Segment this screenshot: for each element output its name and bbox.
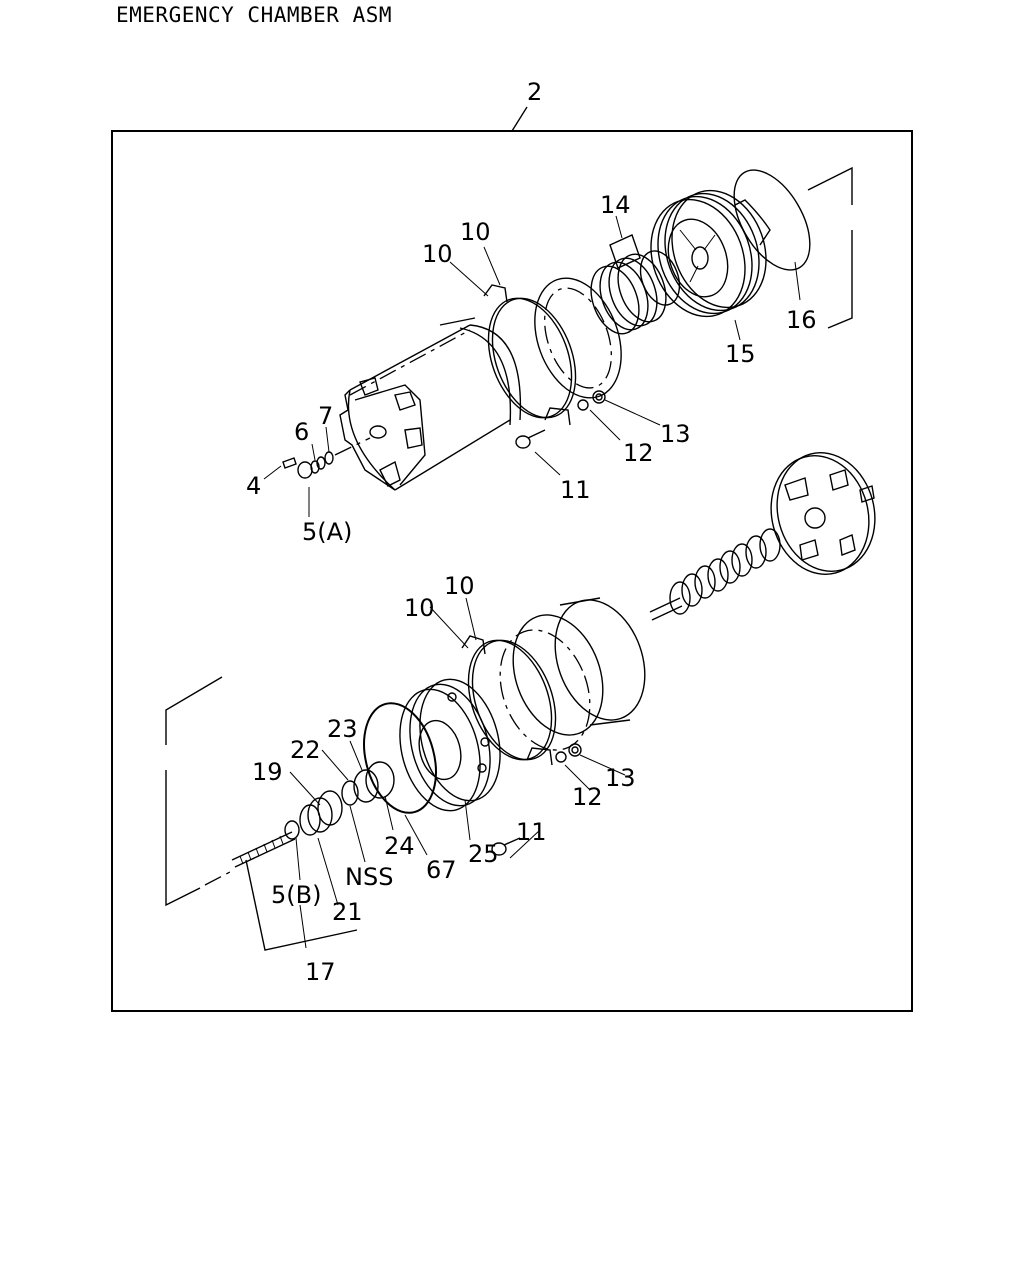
lower-assembly — [165, 452, 876, 951]
lower-diaphragm — [499, 597, 646, 751]
bracket-16-top — [807, 166, 853, 205]
callout-21: 21 — [332, 898, 363, 926]
tag-plate — [609, 234, 641, 269]
callout-24: 24 — [384, 832, 415, 860]
bracket-lower-top — [165, 676, 223, 745]
callout-15: 15 — [725, 340, 756, 368]
upper-band-clamp — [483, 284, 577, 426]
leader-2 — [511, 106, 528, 132]
piston-housing — [650, 189, 767, 318]
callout-13: 13 — [660, 420, 691, 448]
page-title: EMERGENCY CHAMBER ASM — [116, 3, 393, 27]
callout-67: 67 — [426, 856, 457, 884]
end-plate — [770, 452, 876, 575]
callout-16: 16 — [786, 306, 817, 334]
callout-4: 4 — [246, 472, 261, 500]
ring-24 — [365, 761, 395, 799]
bushing — [284, 790, 343, 840]
callout-10a: 10 — [422, 240, 453, 268]
o-ring-67 — [363, 702, 437, 814]
flange-housing — [399, 678, 501, 812]
callout-12b: 12 — [572, 783, 603, 811]
callout-11b: 11 — [516, 818, 547, 846]
callout-14: 14 — [600, 191, 631, 219]
callout-10b: 10 — [460, 218, 491, 246]
callout-17: 17 — [305, 958, 336, 986]
upper-diaphragm — [534, 277, 622, 399]
callout-10d: 10 — [444, 572, 475, 600]
callout-7: 7 — [318, 402, 333, 430]
callout-6: 6 — [294, 418, 309, 446]
release-bolt — [231, 831, 296, 868]
callout-12: 12 — [623, 439, 654, 467]
callout-5a: 5(A) — [302, 518, 352, 546]
bracket-16-bottom — [827, 230, 853, 329]
ring-22 — [341, 780, 359, 806]
lower-spring — [649, 528, 781, 621]
bracket-lower-bottom — [165, 770, 201, 907]
upper-assembly — [263, 166, 853, 517]
callout-23: 23 — [327, 715, 358, 743]
ring-23 — [353, 769, 379, 803]
diaphragm-cone — [733, 169, 811, 271]
callout-25: 25 — [468, 840, 499, 868]
lower-fasteners — [491, 743, 582, 856]
callout-nss: NSS — [345, 863, 393, 891]
assembly-frame — [111, 130, 913, 1012]
chamber-cylinder — [339, 317, 522, 491]
callout-2: 2 — [527, 78, 542, 106]
callout-5b: 5(B) — [271, 881, 321, 909]
upper-fasteners — [515, 390, 606, 449]
upper-spring — [590, 250, 681, 335]
callout-19: 19 — [252, 758, 283, 786]
callout-10c: 10 — [404, 594, 435, 622]
callout-11: 11 — [560, 476, 591, 504]
callout-22: 22 — [290, 736, 321, 764]
callout-13b: 13 — [605, 764, 636, 792]
bracket-17 — [245, 859, 358, 951]
